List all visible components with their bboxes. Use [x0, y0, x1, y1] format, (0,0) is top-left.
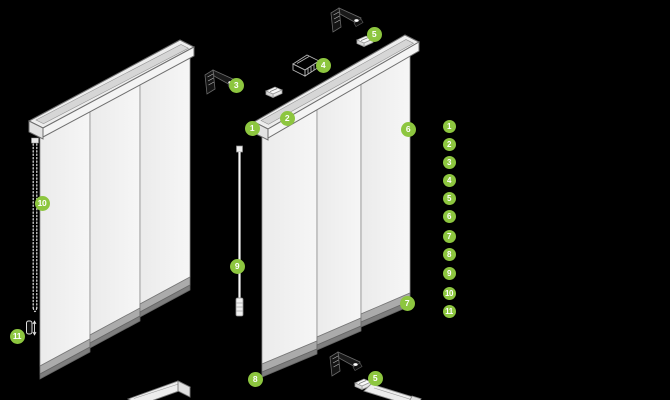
right-panel-3	[360, 50, 411, 315]
left-blind-assembly	[26, 39, 196, 380]
legend-number-6: 6	[442, 209, 456, 223]
tension-hook	[26, 320, 37, 336]
right-panel-2-bottom-strip	[316, 325, 362, 351]
legend-number-8: 8	[442, 247, 456, 261]
legend-number-7: 7	[442, 229, 456, 243]
callout-10-ball-chain: 10	[34, 195, 50, 211]
right-blind-assembly	[252, 34, 421, 378]
legend-number-9: 9	[442, 266, 456, 280]
left-blind-panels	[39, 54, 191, 380]
control-wand	[235, 145, 244, 317]
legend-number-10: 10	[442, 286, 456, 300]
legend-number-1: 1	[442, 119, 456, 133]
right-headrail	[252, 34, 421, 141]
left-panel-3-bottom-strip	[139, 284, 191, 318]
legend-number-5: 5	[442, 191, 456, 205]
callout-4-panel-carrier: 4	[315, 57, 331, 73]
legend-number-11: 11	[442, 304, 456, 318]
right-blind-panels	[261, 50, 411, 378]
left-panel-1	[39, 108, 91, 367]
left-panel-2-bottom-strip	[89, 315, 141, 349]
callout-5-bracket-bottom: 5	[367, 370, 383, 386]
left-panel-1-bottom-strip	[39, 346, 91, 380]
left-panel-3	[139, 54, 191, 305]
callout-1-headrail-endcap: 1	[244, 120, 260, 136]
callout-11-tension-hook: 11	[9, 328, 25, 344]
left-headrail	[27, 39, 196, 140]
partial-headrail-bottom-right	[363, 383, 422, 400]
callout-2-headrail: 2	[279, 110, 295, 126]
ball-chain	[31, 137, 39, 313]
mounting-bracket-icon-bottom	[329, 351, 363, 377]
callout-7-bottom-bar: 7	[399, 295, 415, 311]
callout-9-control-wand: 9	[229, 258, 245, 274]
callout-5-bracket-top: 5	[366, 26, 382, 42]
left-headrail-endcap	[28, 120, 44, 140]
legend-number-4: 4	[442, 173, 456, 187]
mounting-bracket-icon-top	[330, 7, 364, 33]
legend-number-2: 2	[442, 137, 456, 151]
legend-number-3: 3	[442, 155, 456, 169]
callout-3-wall-bracket: 3	[228, 77, 244, 93]
callout-8-bottom-bar-left: 8	[247, 371, 263, 387]
right-panel-2	[316, 79, 362, 338]
right-panel-1	[261, 104, 318, 365]
bracket-clip-icon-rail	[265, 86, 283, 98]
left-panel-2	[89, 81, 141, 336]
callout-6-fabric-panel: 6	[400, 121, 416, 137]
partial-headrail-bottom-center	[126, 380, 192, 400]
